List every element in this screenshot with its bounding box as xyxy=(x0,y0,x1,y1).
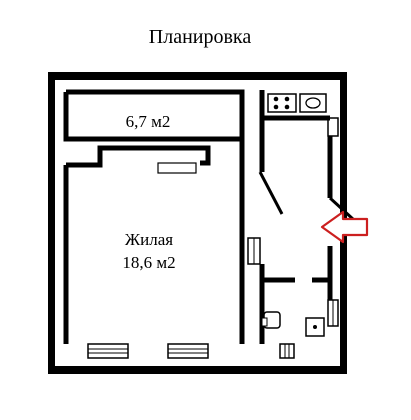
living-room-name-label: Жилая xyxy=(125,230,173,249)
kitchen-door-leaf xyxy=(258,171,284,215)
living-room-walls xyxy=(63,139,245,344)
sink-icon xyxy=(299,93,327,113)
window-bottom-left xyxy=(87,343,129,359)
plan-title: Планировка xyxy=(148,26,252,48)
radiator xyxy=(157,162,197,174)
bathroom-walls xyxy=(259,264,330,344)
small-room-area-label: 6,7 м2 xyxy=(126,112,171,131)
window-bottom-right xyxy=(279,343,295,359)
window-bottom-middle xyxy=(167,343,209,359)
entrance-arrow-icon xyxy=(320,210,369,244)
window-right-bottom xyxy=(327,299,339,327)
kitchen-walls xyxy=(259,90,330,172)
bathtub-icon xyxy=(305,317,325,337)
toilet-icon xyxy=(261,311,281,329)
living-room-area-label: 18,6 м2 xyxy=(122,253,175,272)
stove-icon xyxy=(267,93,297,113)
window-right-top xyxy=(327,117,339,137)
entrance-door-leaf xyxy=(328,196,356,222)
